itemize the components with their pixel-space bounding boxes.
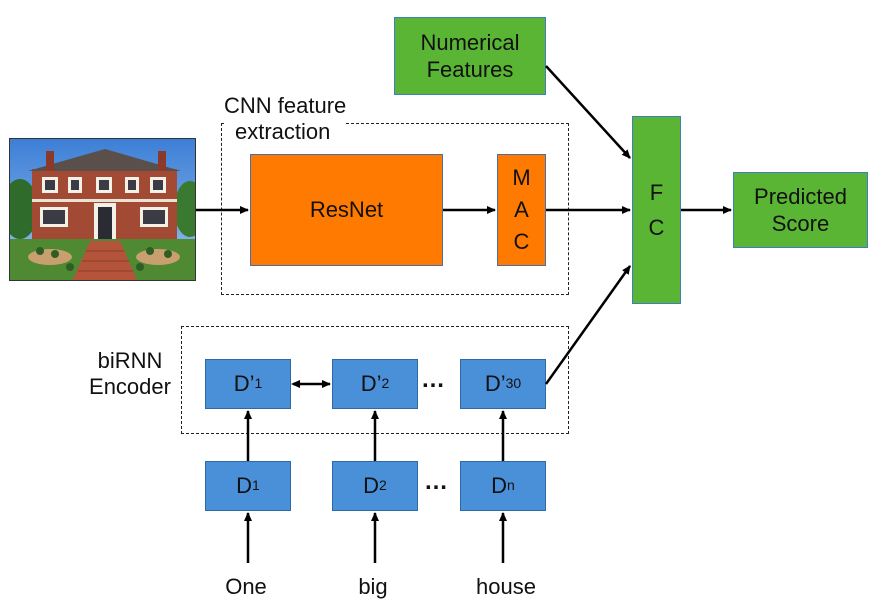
resnet-label: ResNet <box>309 197 384 223</box>
input-ellipsis: … <box>424 468 449 495</box>
mac-letter: C <box>513 228 530 254</box>
word-house: house <box>476 574 536 599</box>
fc-box: F C <box>632 116 681 304</box>
input-node-base: D <box>491 473 508 499</box>
predicted-score-line1: Predicted <box>754 183 847 209</box>
word-one: One <box>225 574 267 599</box>
encoder-node-1: D’1 <box>205 359 291 409</box>
encoder-node-base: D’ <box>484 371 506 397</box>
mac-box: M A C <box>497 154 546 266</box>
numerical-features-box: Numerical Features <box>394 17 546 95</box>
predicted-score-box: Predicted Score <box>733 172 868 248</box>
house-photo <box>9 138 196 281</box>
birnn-group-label-line2: Encoder <box>89 374 171 400</box>
encoder-node-base: D’ <box>360 371 382 397</box>
arrow-encoder-to-fc <box>544 265 632 385</box>
predicted-score-line2: Score <box>771 211 830 236</box>
resnet-box: ResNet <box>250 154 443 266</box>
input-node-sub: 2 <box>379 477 387 494</box>
cnn-group-label-line1: CNN feature <box>224 93 347 118</box>
encoder-node-sub: 2 <box>381 375 390 392</box>
encoder-ellipsis: … <box>421 366 446 393</box>
encoder-node-base: D’ <box>233 371 255 397</box>
cnn-group-label-line2: extraction <box>235 119 331 145</box>
word-big: big <box>358 574 388 599</box>
input-node-base: D <box>363 473 380 499</box>
mac-letter: A <box>514 197 529 223</box>
encoder-node-2: D’2 <box>332 359 418 409</box>
encoder-node-sub: 1 <box>254 375 263 392</box>
birnn-group-label-line1: biRNN <box>97 348 163 373</box>
input-node-sub: n <box>507 477 515 494</box>
cnn-group-label: CNN feature extraction <box>224 93 347 146</box>
fc-letter: F <box>649 179 664 205</box>
encoder-node-sub: 30 <box>505 375 522 392</box>
input-node-base: D <box>236 473 253 499</box>
mac-letter: M <box>512 165 531 191</box>
fc-letter: C <box>648 215 665 240</box>
input-node-sub: 1 <box>252 477 260 494</box>
numerical-features-line2: Features <box>426 57 514 82</box>
arrow-numerical-to-fc <box>545 65 631 159</box>
encoder-node-30: D’30 <box>460 359 546 409</box>
birnn-group-label: biRNN Encoder <box>82 348 178 401</box>
numerical-features-line1: Numerical <box>420 29 520 55</box>
